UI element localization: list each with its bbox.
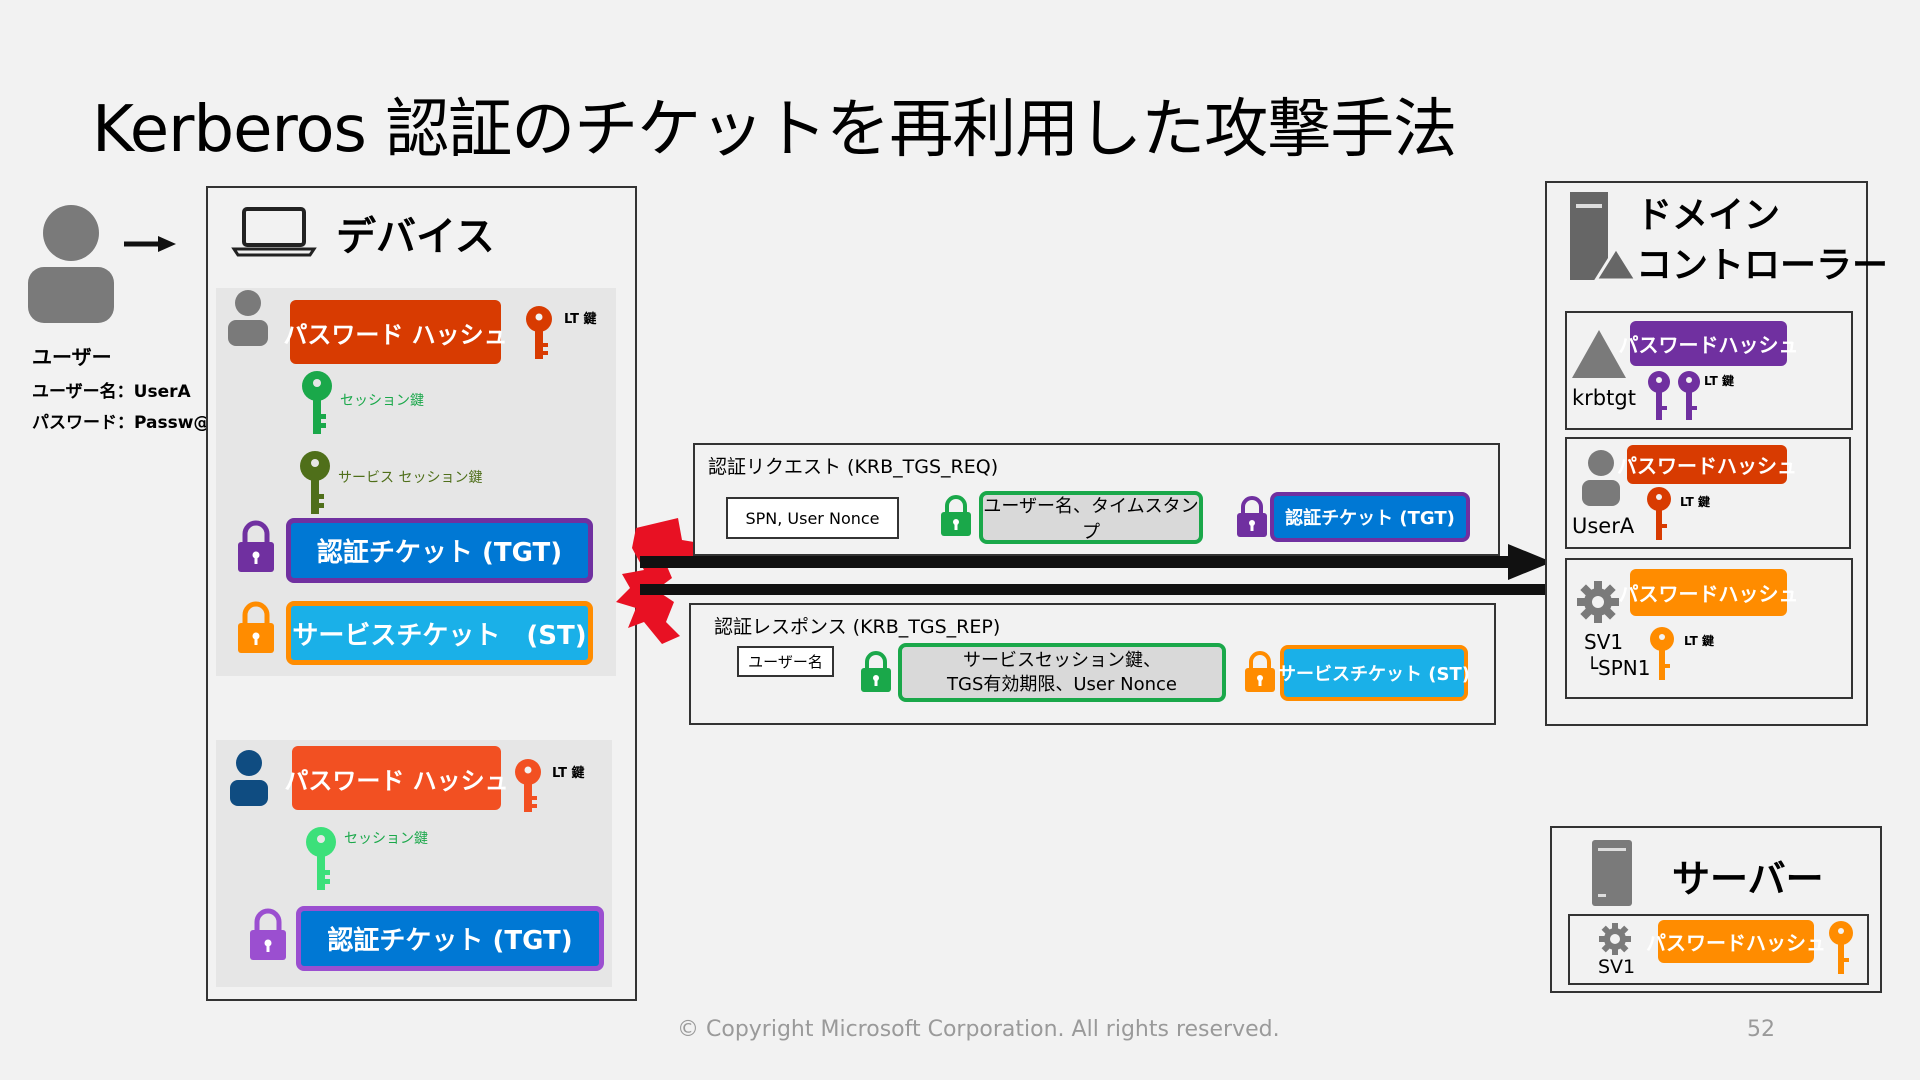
lt-key-icon xyxy=(1676,370,1702,422)
dc-sv1-spn-label: └SPN1 xyxy=(1586,656,1650,680)
user-password: パスワード：Passw@rd xyxy=(32,408,231,433)
request-spn-nonce: SPN, User Nonce xyxy=(726,497,899,539)
dc-title-line2: コントローラー xyxy=(1636,236,1888,288)
user-small-gray-icon xyxy=(1582,450,1620,506)
response-username: ユーザー名 xyxy=(737,646,834,677)
dc-sv1-label: SV1 xyxy=(1584,630,1623,654)
request-title: 認証リクエスト (KRB_TGS_REQ) xyxy=(708,452,998,479)
gear-icon xyxy=(1598,922,1632,956)
gear-icon xyxy=(1576,580,1620,624)
laptop-icon xyxy=(232,205,316,257)
response-session-info: サービスセッション鍵、 TGS有効期限、User Nonce xyxy=(898,643,1226,702)
lock-purple-icon xyxy=(1236,495,1268,537)
device-lower-lt-label: LT 鍵 xyxy=(552,762,585,781)
user-icon xyxy=(28,205,114,323)
server-title: サーバー xyxy=(1672,848,1824,903)
server-password-hash: パスワードハッシュ xyxy=(1658,920,1814,963)
slide-title: Kerberos 認証のチケットを再利用した攻撃手法 xyxy=(92,78,1456,170)
user-heading: ユーザー xyxy=(32,341,112,370)
lock-purple-icon xyxy=(236,520,276,572)
service-session-key-icon xyxy=(298,450,332,516)
server-icon xyxy=(1592,840,1632,906)
key-icon xyxy=(1826,920,1856,976)
dc-krbtgt-lt-label: LT 鍵 xyxy=(1704,372,1734,389)
device-upper-tgt: 認証チケット (TGT) xyxy=(286,518,593,583)
user-small-blue-icon xyxy=(230,750,268,806)
dc-usera-lt-label: LT 鍵 xyxy=(1680,493,1710,510)
dc-sv1-password-hash: パスワードハッシュ xyxy=(1630,569,1787,616)
dc-usera-password-hash: パスワードハッシュ xyxy=(1627,445,1787,484)
response-session-info-line1: サービスセッション鍵、 xyxy=(963,649,1161,673)
session-key-icon xyxy=(304,826,338,892)
device-upper-service-session-key-label: サービス セッション鍵 xyxy=(338,467,482,487)
device-upper-lt-label: LT 鍵 xyxy=(564,308,597,327)
lock-orange-icon xyxy=(1244,650,1276,692)
lock-light-purple-icon xyxy=(248,908,288,960)
dc-sv1-lt-label: LT 鍵 xyxy=(1684,632,1714,649)
dc-title-line1: ドメイン xyxy=(1636,186,1780,238)
request-user-timestamp: ユーザー名、タイムスタンプ xyxy=(979,491,1203,544)
dc-usera-label: UserA xyxy=(1572,514,1634,538)
lock-green-icon xyxy=(860,650,892,692)
session-key-icon xyxy=(300,370,334,436)
response-title: 認証レスポンス (KRB_TGS_REP) xyxy=(714,612,1000,639)
response-arrow xyxy=(640,584,1546,595)
response-st: サービスチケット (ST) xyxy=(1280,645,1468,701)
response-session-info-line2: TGS有効期限、User Nonce xyxy=(947,673,1177,697)
lock-orange-icon xyxy=(236,601,276,653)
lock-green-icon xyxy=(940,494,972,536)
lt-key-icon xyxy=(512,758,544,814)
device-lower-tgt: 認証チケット (TGT) xyxy=(296,906,604,971)
device-title: デバイス xyxy=(336,204,495,262)
request-tgt: 認証チケット (TGT) xyxy=(1270,492,1470,542)
dc-krbtgt-label: krbtgt xyxy=(1572,386,1636,410)
footer-page-number: 52 xyxy=(1747,1017,1775,1042)
device-upper-st: サービスチケット (ST) xyxy=(286,601,593,665)
device-upper-password-hash: パスワード ハッシュ xyxy=(290,300,501,364)
device-lower-password-hash: パスワード ハッシュ xyxy=(292,746,501,810)
dc-krbtgt-password-hash: パスワードハッシュ xyxy=(1630,321,1787,366)
arrow-right-icon xyxy=(124,234,176,254)
footer-copyright: © Copyright Microsoft Corporation. All r… xyxy=(677,1017,1280,1042)
lt-key-icon xyxy=(523,305,555,361)
user-username: ユーザー名：UserA xyxy=(32,377,191,402)
lt-key-icon xyxy=(1646,370,1672,422)
device-upper-session-key-label: セッション鍵 xyxy=(340,390,424,410)
user-small-gray-icon xyxy=(228,290,268,346)
server-tower-icon xyxy=(1566,192,1636,282)
device-lower-session-key-label: セッション鍵 xyxy=(344,828,428,848)
server-sv1-label: SV1 xyxy=(1598,956,1635,978)
lt-key-icon xyxy=(1645,486,1673,542)
lt-key-icon xyxy=(1648,626,1676,682)
